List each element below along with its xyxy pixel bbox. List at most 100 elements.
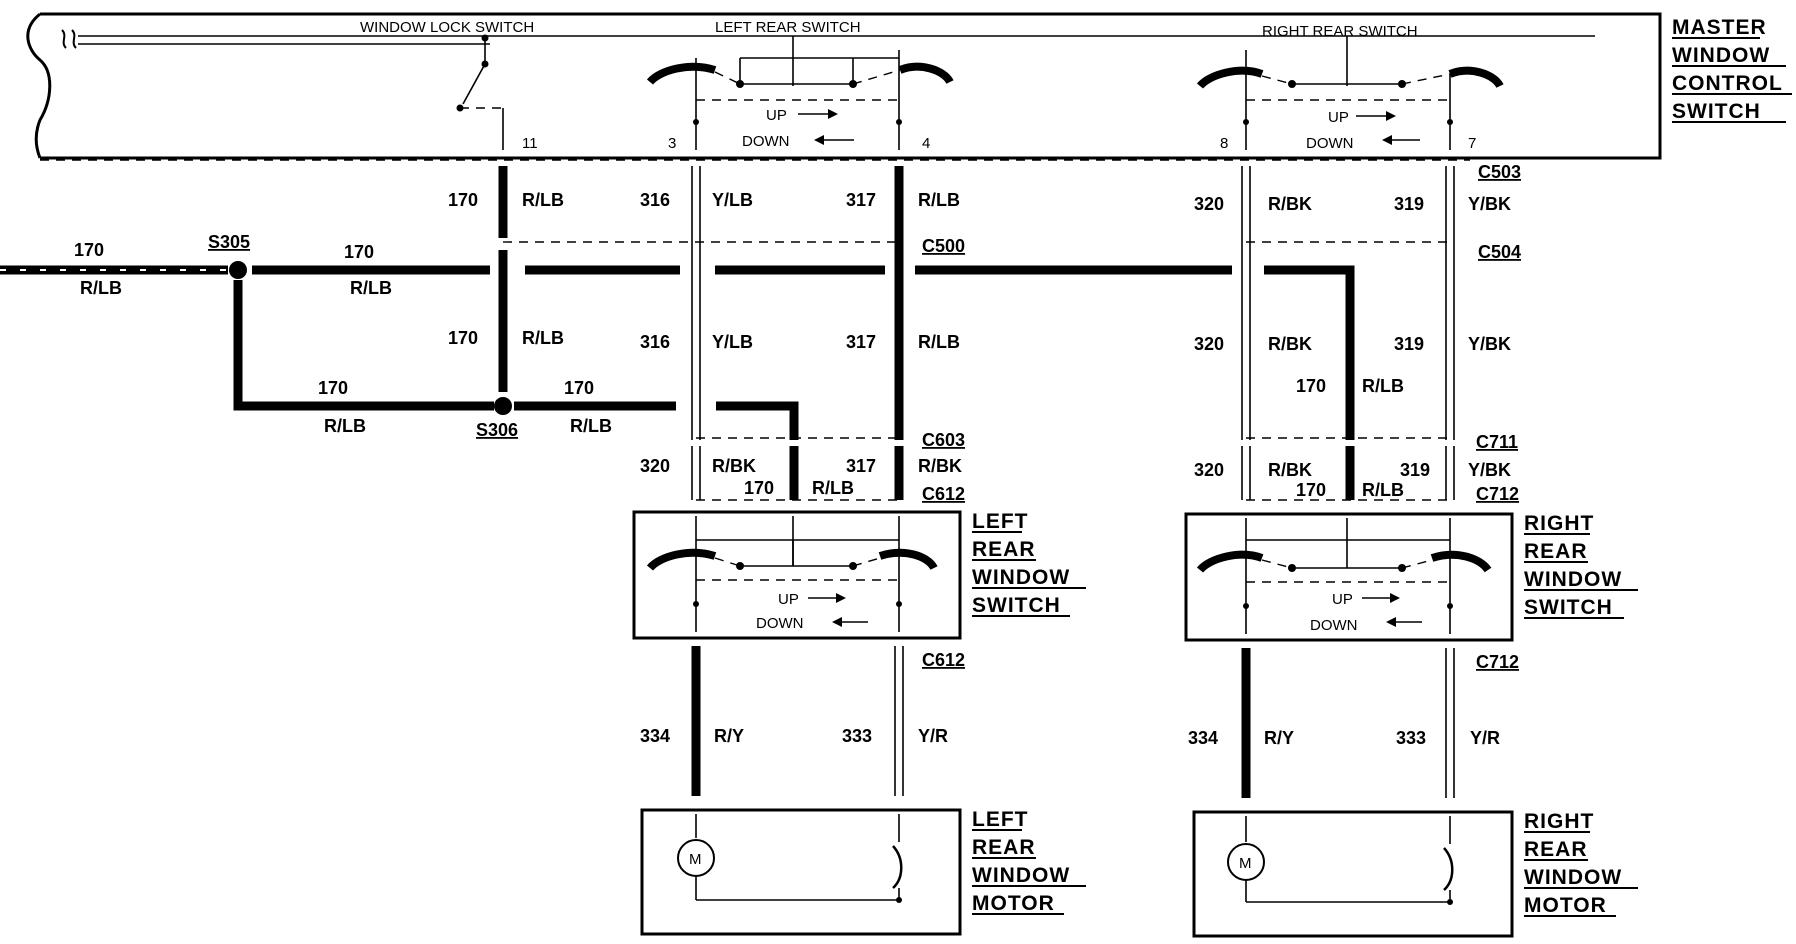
right-rear-switch-label: RIGHT REAR SWITCH [1262, 23, 1418, 40]
svg-text:S305: S305 [208, 232, 250, 252]
right-up-label: UP [1328, 109, 1349, 126]
svg-text:RIGHT: RIGHT [1524, 512, 1594, 535]
c612-label-bottom: C612 [922, 650, 965, 670]
svg-text:320: 320 [1194, 194, 1224, 214]
svg-text:RIGHT: RIGHT [1524, 810, 1594, 833]
svg-text:SWITCH: SWITCH [972, 594, 1061, 617]
svg-text:DOWN: DOWN [756, 615, 804, 632]
svg-text:CONTROL: CONTROL [1672, 72, 1783, 95]
left-motor-wires: C612 334 R/Y 333 Y/R [640, 646, 965, 796]
svg-text:170: 170 [448, 328, 478, 348]
svg-text:170: 170 [1296, 480, 1326, 500]
svg-text:170: 170 [318, 378, 348, 398]
right-motor-title: RIGHT REAR WINDOW MOTOR [1524, 810, 1638, 917]
master-title: MASTER WINDOW CONTROL SWITCH [1672, 16, 1792, 123]
svg-text:UP: UP [1332, 591, 1353, 608]
svg-text:MOTOR: MOTOR [1524, 894, 1607, 917]
left-rear-window-motor: M LEFT REAR WINDOW MOTOR [640, 808, 1086, 936]
svg-text:R/LB: R/LB [350, 278, 392, 298]
c503-label: C503 [1478, 162, 1521, 182]
c603-label: C603 [922, 430, 965, 450]
pin-7: 7 [1468, 135, 1476, 152]
left-switch-connector-wires: 320 R/BK 170 R/LB 317 R/BK C612 [640, 446, 965, 504]
right-down-label: DOWN [1306, 135, 1354, 152]
left-up-label: UP [766, 107, 787, 124]
svg-text:WINDOW: WINDOW [1672, 44, 1770, 67]
wire-170-vertical: 170 R/LB 170 R/LB [448, 166, 564, 392]
svg-text:170: 170 [564, 378, 594, 398]
right-switch-title: RIGHT REAR WINDOW SWITCH [1524, 512, 1638, 619]
svg-text:316: 316 [640, 332, 670, 352]
svg-text:333: 333 [1396, 728, 1426, 748]
wire-170-horizontal: 170 R/LB 170 R/LB 170 R/LB [0, 240, 1404, 440]
svg-text:320: 320 [1194, 460, 1224, 480]
c612-label-top: C612 [922, 484, 965, 504]
svg-text:Y/LB: Y/LB [712, 332, 753, 352]
left-switch-title: LEFT REAR WINDOW SWITCH [972, 510, 1086, 617]
svg-text:Y/R: Y/R [1470, 728, 1500, 748]
wire-319: 319 Y/BK 319 Y/BK [1394, 166, 1511, 440]
svg-text:R/LB: R/LB [918, 332, 960, 352]
svg-text:MASTER: MASTER [1672, 16, 1767, 39]
svg-text:REAR: REAR [972, 538, 1036, 561]
svg-text:WINDOW: WINDOW [972, 566, 1070, 589]
svg-text:319: 319 [1400, 460, 1430, 480]
svg-text:R/BK: R/BK [1268, 194, 1312, 214]
svg-text:319: 319 [1394, 334, 1424, 354]
left-motor-title: LEFT REAR WINDOW MOTOR [972, 808, 1086, 915]
wire-316: 316 Y/LB 316 Y/LB [640, 166, 753, 440]
svg-text:317: 317 [846, 456, 876, 476]
pin-11: 11 [522, 135, 538, 152]
right-motor-wires: C712 334 R/Y 333 Y/R [1188, 648, 1519, 798]
svg-text:Y/BK: Y/BK [1468, 194, 1511, 214]
svg-text:Y/R: Y/R [918, 726, 948, 746]
svg-text:M: M [1239, 855, 1252, 872]
svg-text:R/LB: R/LB [918, 190, 960, 210]
pin-8: 8 [1220, 135, 1228, 152]
wire-317: 317 R/LB 317 R/LB [846, 166, 960, 440]
svg-text:R/Y: R/Y [1264, 728, 1294, 748]
svg-text:SWITCH: SWITCH [1524, 596, 1613, 619]
svg-text:334: 334 [1188, 728, 1218, 748]
svg-text:R/LB: R/LB [522, 328, 564, 348]
svg-text:317: 317 [846, 332, 876, 352]
svg-text:MOTOR: MOTOR [972, 892, 1055, 915]
svg-text:Y/LB: Y/LB [712, 190, 753, 210]
svg-text:DOWN: DOWN [1310, 617, 1358, 634]
svg-text:WINDOW: WINDOW [1524, 866, 1622, 889]
c712-label-bottom: C712 [1476, 652, 1519, 672]
svg-text:Y/BK: Y/BK [1468, 334, 1511, 354]
right-switch-connector-wires: 320 R/BK 170 R/LB 319 Y/BK C712 [1194, 446, 1519, 504]
right-rear-window-motor: M RIGHT REAR WINDOW MOTOR [1192, 810, 1638, 938]
svg-text:R/BK: R/BK [1268, 334, 1312, 354]
svg-text:SWITCH: SWITCH [1672, 100, 1761, 123]
svg-text:170: 170 [744, 478, 774, 498]
svg-text:R/LB: R/LB [570, 416, 612, 436]
svg-text:REAR: REAR [1524, 838, 1588, 861]
svg-text:REAR: REAR [972, 836, 1036, 859]
splice-s306: S306 170 R/LB [476, 378, 799, 440]
svg-text:333: 333 [842, 726, 872, 746]
svg-text:319: 319 [1394, 194, 1424, 214]
splice-s305: S305 170 R/LB [208, 232, 494, 436]
svg-text:R/LB: R/LB [812, 478, 854, 498]
svg-text:317: 317 [846, 190, 876, 210]
svg-text:LEFT: LEFT [972, 808, 1029, 831]
svg-text:R/BK: R/BK [918, 456, 962, 476]
window-lock-switch-label: WINDOW LOCK SWITCH [360, 19, 534, 36]
svg-text:UP: UP [778, 591, 799, 608]
svg-text:R/LB: R/LB [1362, 480, 1404, 500]
svg-text:316: 316 [640, 190, 670, 210]
left-rear-window-switch: UP DOWN LEFT REAR WINDOW SWITCH [632, 510, 1086, 640]
svg-text:334: 334 [640, 726, 670, 746]
c712-label-top: C712 [1476, 484, 1519, 504]
right-rear-window-switch: UP DOWN RIGHT REAR WINDOW SWITCH [1184, 512, 1638, 642]
svg-text:S306: S306 [476, 420, 518, 440]
svg-text:R/LB: R/LB [324, 416, 366, 436]
svg-text:320: 320 [1194, 334, 1224, 354]
svg-text:WINDOW: WINDOW [972, 864, 1070, 887]
c504-label: C504 [1478, 242, 1521, 262]
svg-text:170: 170 [74, 240, 104, 260]
svg-text:REAR: REAR [1524, 540, 1588, 563]
